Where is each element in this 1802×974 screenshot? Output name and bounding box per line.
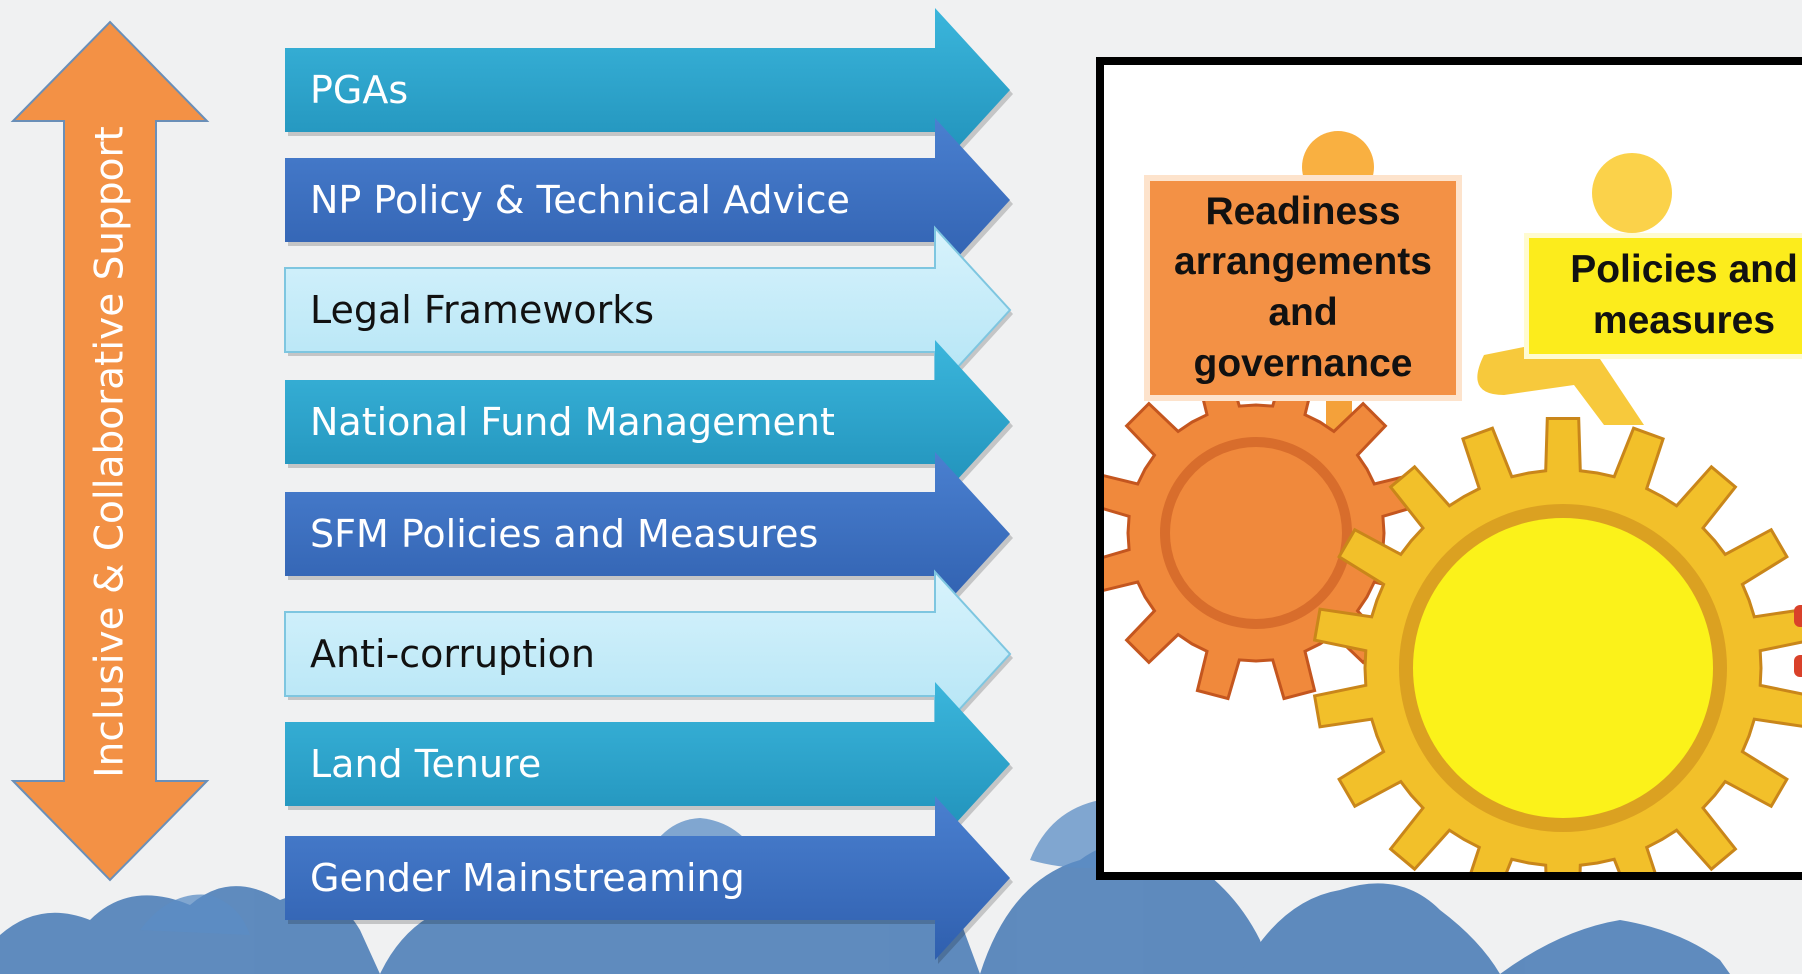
arrow-label: Land Tenure bbox=[310, 742, 542, 786]
arrow-item bbox=[284, 225, 1013, 396]
gear-hub bbox=[1170, 447, 1342, 619]
arrow-item bbox=[285, 452, 1013, 620]
gear-red-edge-icon bbox=[1794, 605, 1802, 677]
arrow-list bbox=[284, 8, 1013, 964]
arrow-item bbox=[285, 796, 1013, 964]
arrow-shape bbox=[284, 225, 1012, 395]
arrow-item bbox=[285, 118, 1013, 286]
arrow-shape bbox=[285, 682, 1010, 846]
arrow-item bbox=[285, 8, 1013, 176]
support-arrow-shape bbox=[10, 20, 210, 882]
arrow-shape bbox=[285, 452, 1010, 616]
gear-large-icon bbox=[1312, 417, 1802, 872]
arrow-shape bbox=[285, 796, 1010, 960]
gears-panel: Readiness arrangements and governance Po… bbox=[1096, 57, 1802, 880]
arrow-label: SFM Policies and Measures bbox=[310, 512, 819, 556]
arrow-shape bbox=[285, 340, 1010, 504]
arrow-label: Anti-corruption bbox=[310, 632, 595, 676]
arrow-shape bbox=[285, 118, 1010, 282]
arrow-item bbox=[284, 569, 1013, 740]
arrow-shape bbox=[285, 8, 1010, 172]
arrow-item bbox=[285, 682, 1013, 850]
arrow-item bbox=[285, 340, 1013, 508]
arrow-label: PGAs bbox=[310, 68, 409, 112]
gears-illustration bbox=[1104, 131, 1802, 872]
double-headed-arrow bbox=[10, 20, 210, 882]
arrow-label: NP Policy & Technical Advice bbox=[310, 178, 850, 222]
gear-hub bbox=[1413, 518, 1713, 818]
arrow-label: National Fund Management bbox=[310, 400, 835, 444]
arrow-label: Legal Frameworks bbox=[310, 288, 655, 332]
policies-sign: Policies and measures bbox=[1524, 233, 1802, 359]
arrow-label: Gender Mainstreaming bbox=[310, 856, 745, 900]
readiness-sign: Readiness arrangements and governance bbox=[1144, 175, 1462, 401]
arrow-shape bbox=[284, 569, 1012, 739]
